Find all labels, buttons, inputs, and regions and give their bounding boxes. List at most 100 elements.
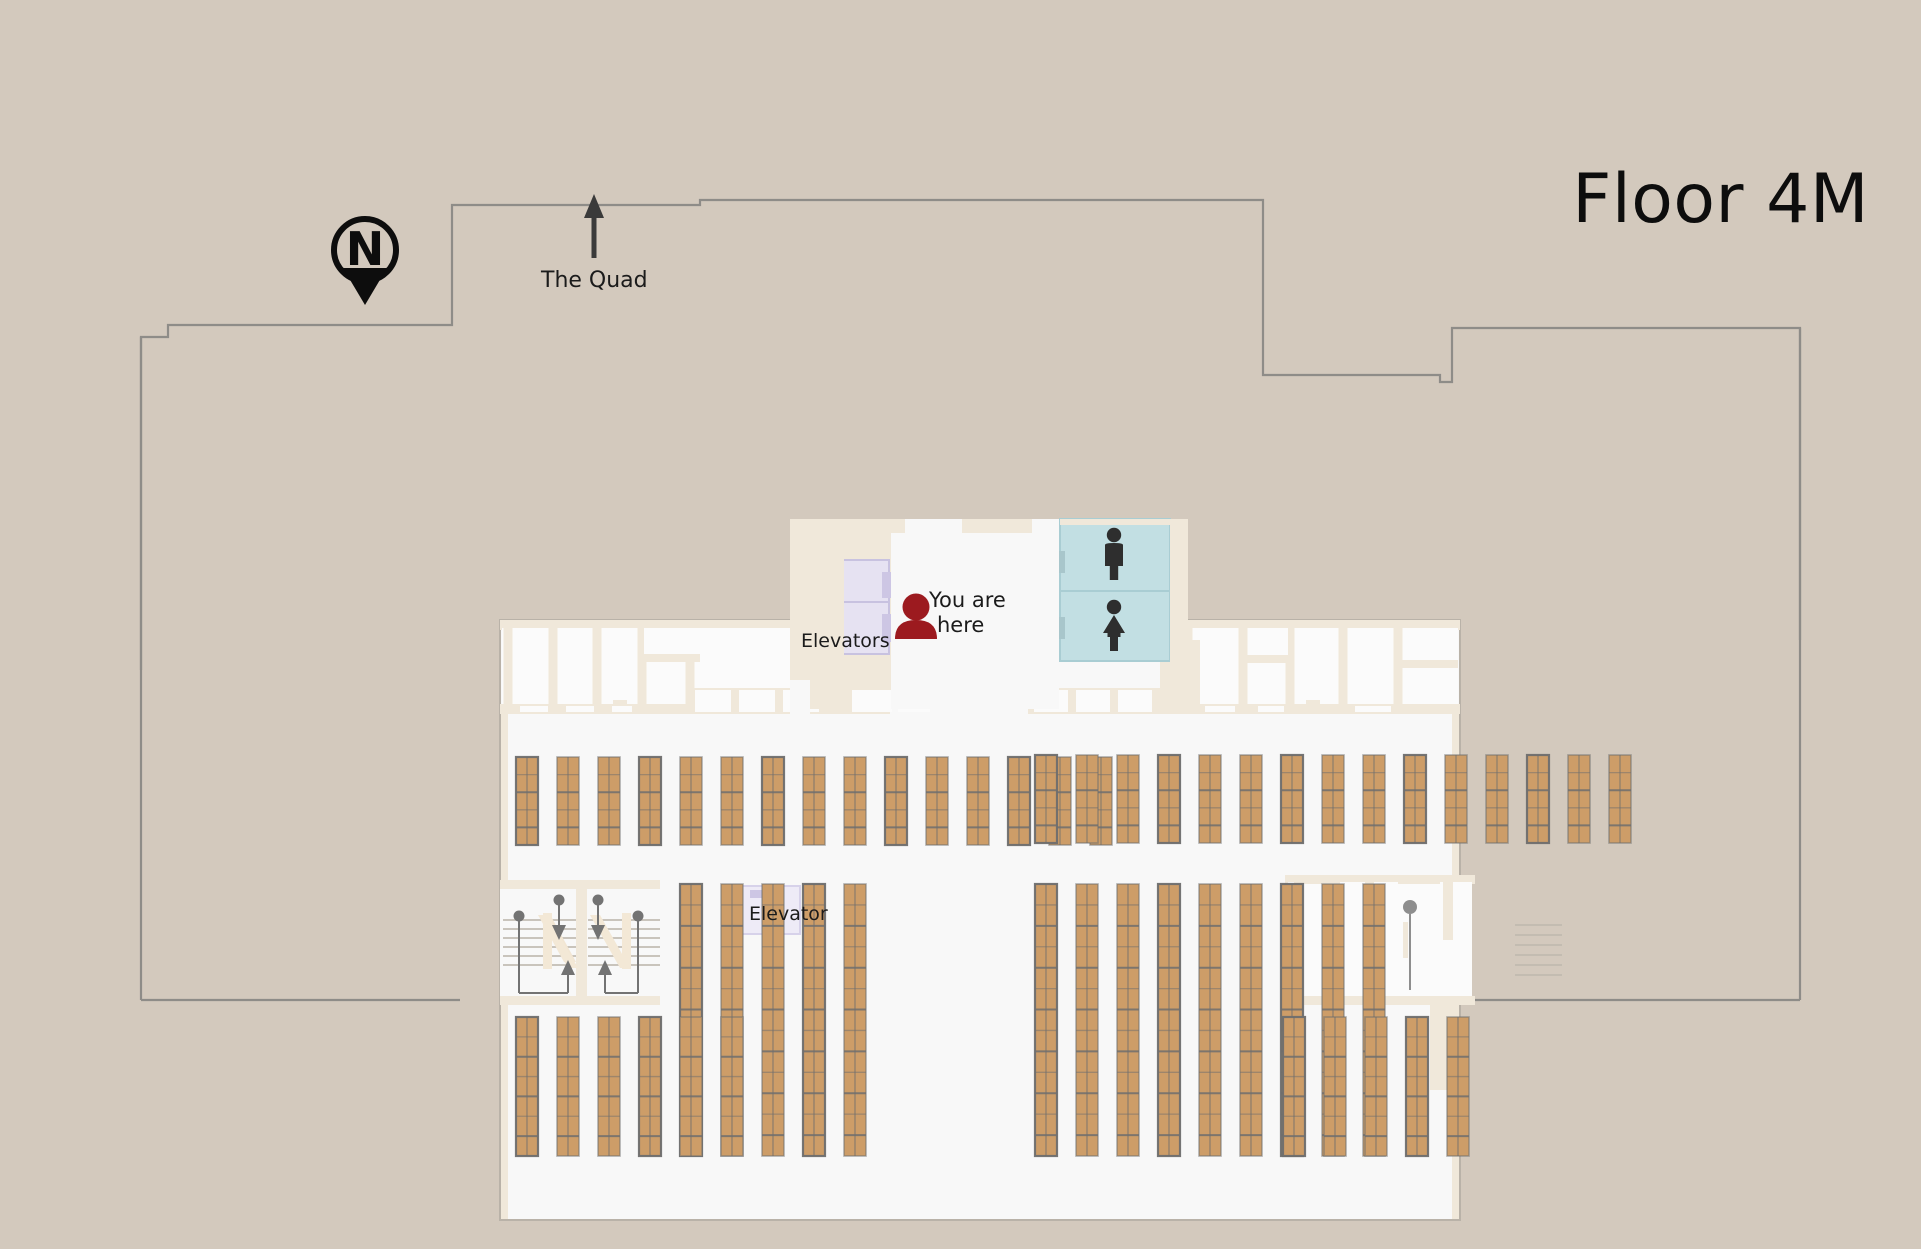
stairs-enclosure-wall-mid [576, 880, 587, 1005]
stairs-group[interactable] [500, 880, 660, 1005]
compass-label: N [346, 222, 385, 276]
book-shelf [1567, 754, 1591, 844]
lr-room-slit-b [1403, 922, 1408, 958]
quad-direction-label: The Quad [541, 268, 648, 293]
stair-arrow-up-left [561, 960, 575, 975]
elevator-label: Elevator [749, 903, 828, 925]
right-room-partitions [1183, 628, 1403, 712]
lr-room-wall-top [1285, 875, 1475, 884]
book-shelf [1323, 1016, 1347, 1157]
book-shelf [1198, 883, 1222, 1157]
book-shelf [637, 1015, 663, 1158]
elevator-door-lower [882, 614, 891, 642]
left-room-inner-a [644, 628, 696, 654]
building-outline [139, 198, 1802, 670]
core-wall-right-outer [1170, 519, 1188, 709]
book-shelf [761, 883, 785, 1157]
left-rooms-gap-c [612, 706, 632, 712]
stair-node-c [592, 894, 604, 906]
page-title: Floor 4M [1572, 160, 1869, 239]
core-wall-topnub [962, 519, 1032, 533]
stairs-wall-topright [612, 880, 660, 889]
right-rooms-wallstrip [1180, 620, 1460, 630]
book-shelf [1321, 754, 1345, 844]
book-shelf [1444, 754, 1468, 844]
lr-room-rightwall [1443, 880, 1453, 940]
book-shelf [679, 756, 703, 846]
arrow-up-icon [584, 194, 604, 218]
book-shelf [1075, 883, 1099, 1157]
compass-rose: N [331, 216, 399, 305]
book-shelf [1281, 1015, 1307, 1158]
core-wall-above-restroom [1060, 519, 1172, 525]
person-marker-head-icon [902, 593, 930, 621]
shelf-row-left-upper-row [514, 755, 1113, 847]
stairs-wall-topleft [508, 880, 556, 889]
book-shelf [597, 1016, 621, 1157]
left-band-connector-floor [852, 690, 892, 712]
book-shelf [514, 755, 540, 847]
book-shelf [1075, 754, 1099, 844]
stair-arrow-down-left [552, 925, 566, 940]
stair-node-d [632, 910, 644, 922]
book-shelf [1156, 753, 1182, 845]
book-shelf [1362, 754, 1386, 844]
left-rooms-wallstrip [500, 620, 800, 630]
person-marker-body-icon [895, 620, 937, 639]
shelf-row-right-lower-row [1281, 1015, 1470, 1158]
left-rooms-bottom-wall [500, 704, 800, 714]
book-shelf [720, 1016, 744, 1157]
restroom-block-group[interactable] [1056, 518, 1171, 662]
map-pin-marker [1403, 900, 1417, 990]
right-room-divider-a [1246, 655, 1292, 663]
you-are-here-label-line1: You are [929, 588, 1006, 612]
book-shelf [760, 755, 786, 847]
book-shelf [1239, 754, 1263, 844]
right-rooms-gap-a [1205, 706, 1235, 712]
building-outline-right [139, 328, 1802, 1000]
book-shelf [1608, 754, 1632, 844]
book-shelf [514, 1015, 540, 1158]
book-shelf [1116, 883, 1140, 1157]
core-opening-left [790, 680, 810, 714]
book-shelf [843, 883, 867, 1157]
book-shelf [1006, 755, 1032, 847]
right-rooms-gap-c [1355, 706, 1391, 712]
book-shelf [883, 755, 909, 847]
book-shelf [1364, 1016, 1388, 1157]
right-rooms-gap-b [1258, 706, 1284, 712]
book-shelf [1239, 883, 1263, 1157]
elevator-cab-upper [838, 559, 890, 603]
book-shelf [1485, 754, 1509, 844]
left-rooms-gap-b [566, 706, 594, 712]
shelf-row-right-upper-row [1033, 753, 1632, 845]
stairs-ramp-post-right [622, 913, 631, 969]
book-shelf [556, 756, 580, 846]
right-rooms-bottom-wall [1180, 704, 1460, 714]
elevators-label: Elevators [801, 630, 890, 652]
compass-pointer-icon [343, 268, 387, 305]
book-shelf [1116, 754, 1140, 844]
womens-restroom-door [1056, 617, 1065, 639]
exterior-stairs-lines [1515, 924, 1562, 976]
book-shelf [1198, 754, 1222, 844]
book-shelf [966, 756, 990, 846]
stair-node-b [553, 894, 565, 906]
lr-room-nub-b [1398, 876, 1440, 884]
shelf-row-left-lower-row [514, 1015, 744, 1158]
elevator-door-upper [882, 572, 891, 598]
book-shelf [1525, 753, 1551, 845]
stairs-ramp-post-left [543, 913, 552, 969]
book-shelf-layer [514, 753, 1632, 1158]
book-shelf [720, 756, 744, 846]
female-restroom-icon [1103, 599, 1125, 651]
right-room-inner-a [1248, 628, 1288, 658]
map-pin-head-icon [1403, 900, 1417, 914]
book-shelf [843, 756, 867, 846]
book-shelf [637, 755, 663, 847]
book-shelf [1446, 1016, 1470, 1157]
elevator-bank-group[interactable] [838, 559, 891, 655]
book-shelf [679, 1016, 703, 1157]
